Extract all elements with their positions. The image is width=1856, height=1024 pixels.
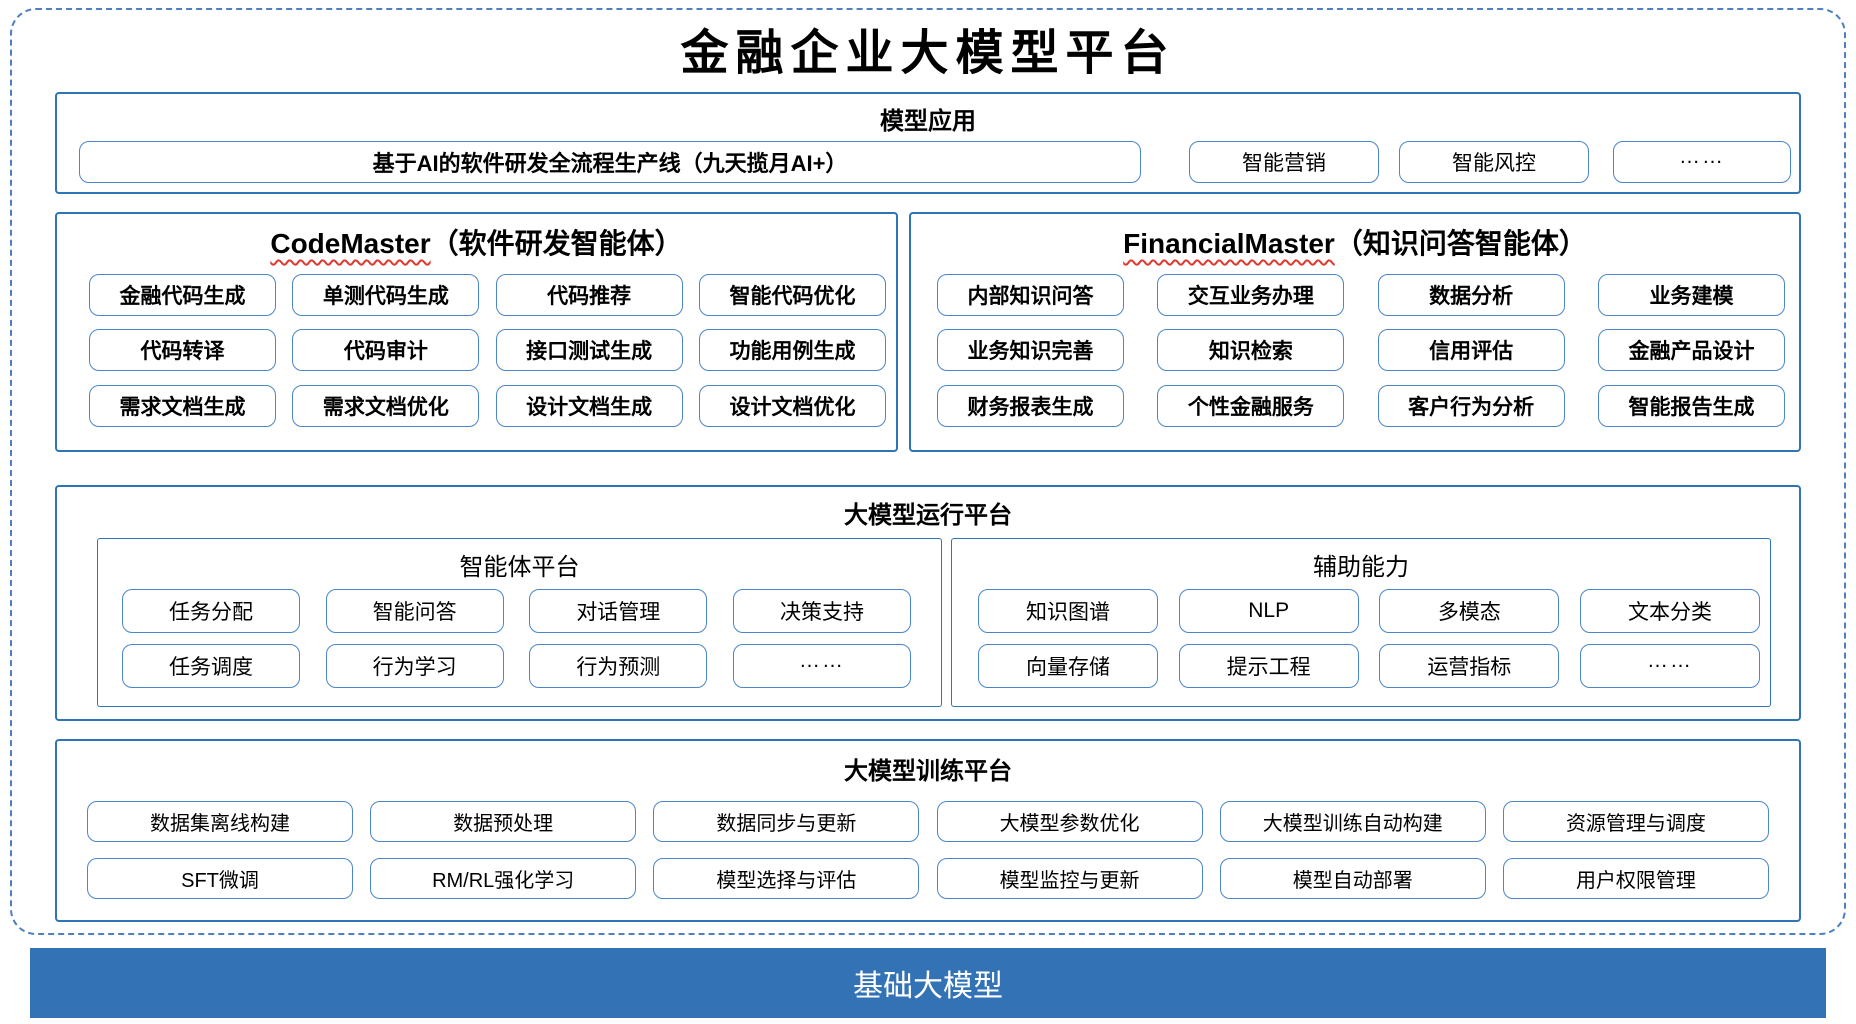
app-box-smart-marketing: 智能营销 xyxy=(1189,141,1379,183)
subsection-aux-capabilities: 辅助能力 知识图谱 NLP 多模态 文本分类 向量存储 提示工程 运营指标 …… xyxy=(951,538,1771,707)
codemaster-header-zh: （软件研发智能体） xyxy=(430,228,683,259)
agent-platform-header: 智能体平台 xyxy=(459,554,580,581)
codemaster-row-2: 代码转译 代码审计 接口测试生成 功能用例生成 xyxy=(57,329,896,371)
capability-box: 大模型训练自动构建 xyxy=(1219,801,1486,843)
base-model-label: 基础大模型 xyxy=(853,970,1003,1003)
section-model-application: 模型应用 基于AI的软件研发全流程生产线（九天揽月AI+） 智能营销 智能风控 … xyxy=(55,92,1801,194)
capability-box: RM/RL强化学习 xyxy=(370,857,637,899)
capability-box: 资源管理与调度 xyxy=(1502,801,1769,843)
model-application-row: 基于AI的软件研发全流程生产线（九天揽月AI+） 智能营销 智能风控 …… xyxy=(57,141,1799,183)
capability-box: 代码转译 xyxy=(89,329,276,371)
codemaster-row-1: 金融代码生成 单测代码生成 代码推荐 智能代码优化 xyxy=(57,273,896,316)
capability-box: 需求文档优化 xyxy=(292,384,480,427)
capability-box: 财务报表生成 xyxy=(937,384,1124,427)
capability-box: 决策支持 xyxy=(732,589,911,634)
capability-box: 客户行为分析 xyxy=(1377,384,1565,427)
capability-box: 设计文档优化 xyxy=(698,384,886,427)
capability-box: 多模态 xyxy=(1379,589,1560,634)
capability-box: 数据同步与更新 xyxy=(653,801,920,843)
capability-box: 业务建模 xyxy=(1597,273,1785,316)
capability-box: 智能代码优化 xyxy=(698,273,886,316)
capability-box: 单测代码生成 xyxy=(292,273,480,316)
capability-box: 模型选择与评估 xyxy=(653,857,920,899)
financialmaster-header: FinancialMaster（知识问答智能体） xyxy=(911,214,1799,260)
capability-box: 文本分类 xyxy=(1579,589,1760,634)
agent-platform-rows: 任务分配 智能问答 对话管理 决策支持 任务调度 行为学习 行为预测 …… xyxy=(98,579,941,698)
agent-platform-row-2: 任务调度 行为学习 行为预测 …… xyxy=(98,643,941,688)
diagram-title: 金融企业大模型平台 xyxy=(680,25,1176,81)
capability-box-ellipsis: …… xyxy=(732,643,911,688)
capability-box: 个性金融服务 xyxy=(1157,384,1345,427)
capability-box: 智能报告生成 xyxy=(1597,384,1785,427)
capability-box: 金融产品设计 xyxy=(1597,329,1785,371)
agent-platform-row-1: 任务分配 智能问答 对话管理 决策支持 xyxy=(98,589,941,634)
capability-box: 业务知识完善 xyxy=(937,329,1124,371)
financialmaster-row-1: 内部知识问答 交互业务办理 数据分析 业务建模 xyxy=(911,273,1799,316)
capability-box: 模型监控与更新 xyxy=(936,857,1203,899)
training-row-1: 数据集离线构建 数据预处理 数据同步与更新 大模型参数优化 大模型训练自动构建 … xyxy=(57,801,1799,843)
financialmaster-row-2: 业务知识完善 知识检索 信用评估 金融产品设计 xyxy=(911,329,1799,371)
outer-dashed-border xyxy=(10,8,1846,935)
capability-box: SFT微调 xyxy=(87,857,353,899)
capability-box: 金融代码生成 xyxy=(89,273,276,316)
diagram-content: 金融企业大模型平台 模型应用 基于AI的软件研发全流程生产线（九天揽月AI+） … xyxy=(55,0,1801,922)
capability-box: 需求文档生成 xyxy=(89,384,276,427)
financialmaster-header-en: FinancialMaster xyxy=(1123,228,1335,259)
codemaster-row-3: 需求文档生成 需求文档优化 设计文档生成 设计文档优化 xyxy=(57,384,896,427)
aux-row-2: 向量存储 提示工程 运营指标 …… xyxy=(952,643,1770,688)
section-runtime-platform: 大模型运行平台 智能体平台 任务分配 智能问答 对话管理 决策支持 任务调度 行… xyxy=(55,485,1801,721)
financialmaster-rows: 内部知识问答 交互业务办理 数据分析 业务建模 业务知识完善 知识检索 信用评估… xyxy=(911,260,1799,440)
model-application-header: 模型应用 xyxy=(880,108,976,135)
capability-box: 大模型参数优化 xyxy=(936,801,1203,843)
capability-box: 智能问答 xyxy=(325,589,504,634)
capability-box: NLP xyxy=(1178,589,1359,634)
capability-box: 信用评估 xyxy=(1377,329,1565,371)
capability-box: 接口测试生成 xyxy=(495,329,683,371)
capability-box: 提示工程 xyxy=(1178,643,1359,688)
training-rows: 数据集离线构建 数据预处理 数据同步与更新 大模型参数优化 大模型训练自动构建 … xyxy=(57,786,1799,920)
capability-box: 数据预处理 xyxy=(370,801,637,843)
financialmaster-header-zh: （知识问答智能体） xyxy=(1334,228,1587,259)
training-row-2: SFT微调 RM/RL强化学习 模型选择与评估 模型监控与更新 模型自动部署 用… xyxy=(57,857,1799,899)
codemaster-rows: 金融代码生成 单测代码生成 代码推荐 智能代码优化 代码转译 代码审计 接口测试… xyxy=(57,260,896,440)
capability-box: 代码审计 xyxy=(292,329,480,371)
codemaster-header-en: CodeMaster xyxy=(270,228,431,259)
capability-box: 对话管理 xyxy=(529,589,708,634)
capability-box-ellipsis: …… xyxy=(1579,643,1760,688)
capability-box: 内部知识问答 xyxy=(937,273,1124,316)
aux-capabilities-header: 辅助能力 xyxy=(1313,554,1409,581)
capability-box: 交互业务办理 xyxy=(1157,273,1345,316)
capability-box: 任务调度 xyxy=(122,643,300,688)
app-box-ai-pipeline: 基于AI的软件研发全流程生产线（九天揽月AI+） xyxy=(79,141,1141,183)
capability-box: 任务分配 xyxy=(122,589,300,634)
capability-box: 设计文档生成 xyxy=(495,384,683,427)
agents-row: CodeMaster（软件研发智能体） 金融代码生成 单测代码生成 代码推荐 智… xyxy=(55,212,1801,452)
capability-box: 向量存储 xyxy=(978,643,1158,688)
subsection-agent-platform: 智能体平台 任务分配 智能问答 对话管理 决策支持 任务调度 行为学习 行为预测… xyxy=(97,538,942,707)
training-platform-header: 大模型训练平台 xyxy=(844,758,1012,785)
app-box-smart-risk-control: 智能风控 xyxy=(1399,141,1589,183)
runtime-platform-header: 大模型运行平台 xyxy=(844,502,1012,529)
app-box-ellipsis: …… xyxy=(1613,141,1791,183)
capability-box: 数据集离线构建 xyxy=(87,801,353,843)
aux-capabilities-rows: 知识图谱 NLP 多模态 文本分类 向量存储 提示工程 运营指标 …… xyxy=(952,579,1770,698)
runtime-inner: 智能体平台 任务分配 智能问答 对话管理 决策支持 任务调度 行为学习 行为预测… xyxy=(57,530,1799,719)
capability-box: 运营指标 xyxy=(1379,643,1560,688)
capability-box: 行为学习 xyxy=(325,643,504,688)
capability-box: 知识图谱 xyxy=(978,589,1158,634)
capability-box: 代码推荐 xyxy=(495,273,683,316)
aux-row-1: 知识图谱 NLP 多模态 文本分类 xyxy=(952,589,1770,634)
capability-box: 模型自动部署 xyxy=(1219,857,1486,899)
capability-box: 功能用例生成 xyxy=(698,329,886,371)
codemaster-header: CodeMaster（软件研发智能体） xyxy=(57,214,896,260)
capability-box: 用户权限管理 xyxy=(1502,857,1769,899)
section-financialmaster: FinancialMaster（知识问答智能体） 内部知识问答 交互业务办理 数… xyxy=(909,212,1801,452)
section-codemaster: CodeMaster（软件研发智能体） 金融代码生成 单测代码生成 代码推荐 智… xyxy=(55,212,898,452)
base-model-bar: 基础大模型 xyxy=(30,948,1826,1018)
capability-box: 行为预测 xyxy=(529,643,708,688)
capability-box: 数据分析 xyxy=(1377,273,1565,316)
section-training-platform: 大模型训练平台 数据集离线构建 数据预处理 数据同步与更新 大模型参数优化 大模… xyxy=(55,739,1801,922)
financialmaster-row-3: 财务报表生成 个性金融服务 客户行为分析 智能报告生成 xyxy=(911,384,1799,427)
capability-box: 知识检索 xyxy=(1157,329,1345,371)
